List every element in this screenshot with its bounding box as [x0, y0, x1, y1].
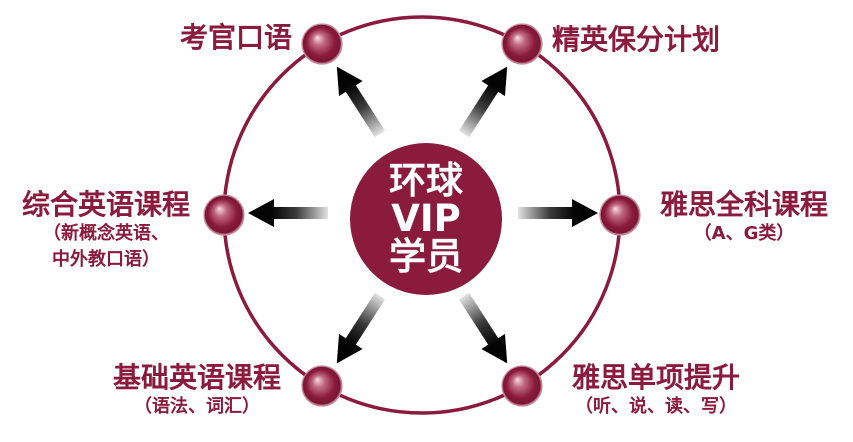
node-basic-english-course [301, 365, 343, 407]
label-ielts-general-course: 雅思全科课程 （A、G类） [656, 189, 832, 247]
arrow-to-basic-english-course [336, 292, 386, 364]
node-general-english-course [203, 194, 245, 236]
node-elite-score-plan [501, 23, 543, 65]
label-title: 考官口语 [179, 21, 292, 54]
center-hub-label: 环球 VIP 学员 [351, 162, 501, 276]
label-ielts-skills-upgrade: 雅思单项提升 （听、说、读、写） [564, 362, 748, 420]
label-elite-score-plan: 精英保分计划 [552, 24, 752, 56]
arrows [248, 66, 598, 364]
center-hub-line-3: 学员 [389, 235, 463, 278]
center-hub-circle [350, 143, 502, 295]
label-subtitle: 中外教口语） [52, 249, 160, 270]
label-subtitle: （听、说、读、写） [575, 396, 737, 417]
center-hub-line-2: VIP [391, 197, 461, 240]
label-basic-english-course: 基础英语课程 （语法、词汇） [109, 362, 285, 420]
label-title: 综合英语课程 [21, 188, 190, 221]
nodes [203, 23, 641, 407]
label-subtitle: （新概念英语、 [43, 223, 169, 244]
label-examiner-speaking: 考官口语 [148, 22, 292, 54]
center-hub-line-1: 环球 [389, 159, 463, 202]
label-title: 雅思单项提升 [571, 361, 740, 394]
arrow-to-ielts-skills-upgrade [458, 292, 508, 364]
arrow-to-general-english-course [248, 199, 328, 227]
label-subtitle: （A、G类） [693, 223, 795, 244]
node-examiner-speaking [301, 23, 343, 65]
arrow-to-ielts-general-course [518, 199, 598, 227]
arrow-to-examiner-speaking [336, 66, 386, 138]
arrow-to-elite-score-plan [458, 66, 508, 138]
label-title: 雅思全科课程 [659, 188, 828, 221]
node-ielts-general-course [599, 194, 641, 236]
label-subtitle: （语法、词汇） [134, 396, 260, 417]
label-general-english-course: 综合英语课程 （新概念英语、 中外教口语） [18, 189, 194, 273]
label-title: 精英保分计划 [552, 23, 721, 56]
label-title: 基础英语课程 [112, 361, 281, 394]
node-ielts-skills-upgrade [501, 365, 543, 407]
